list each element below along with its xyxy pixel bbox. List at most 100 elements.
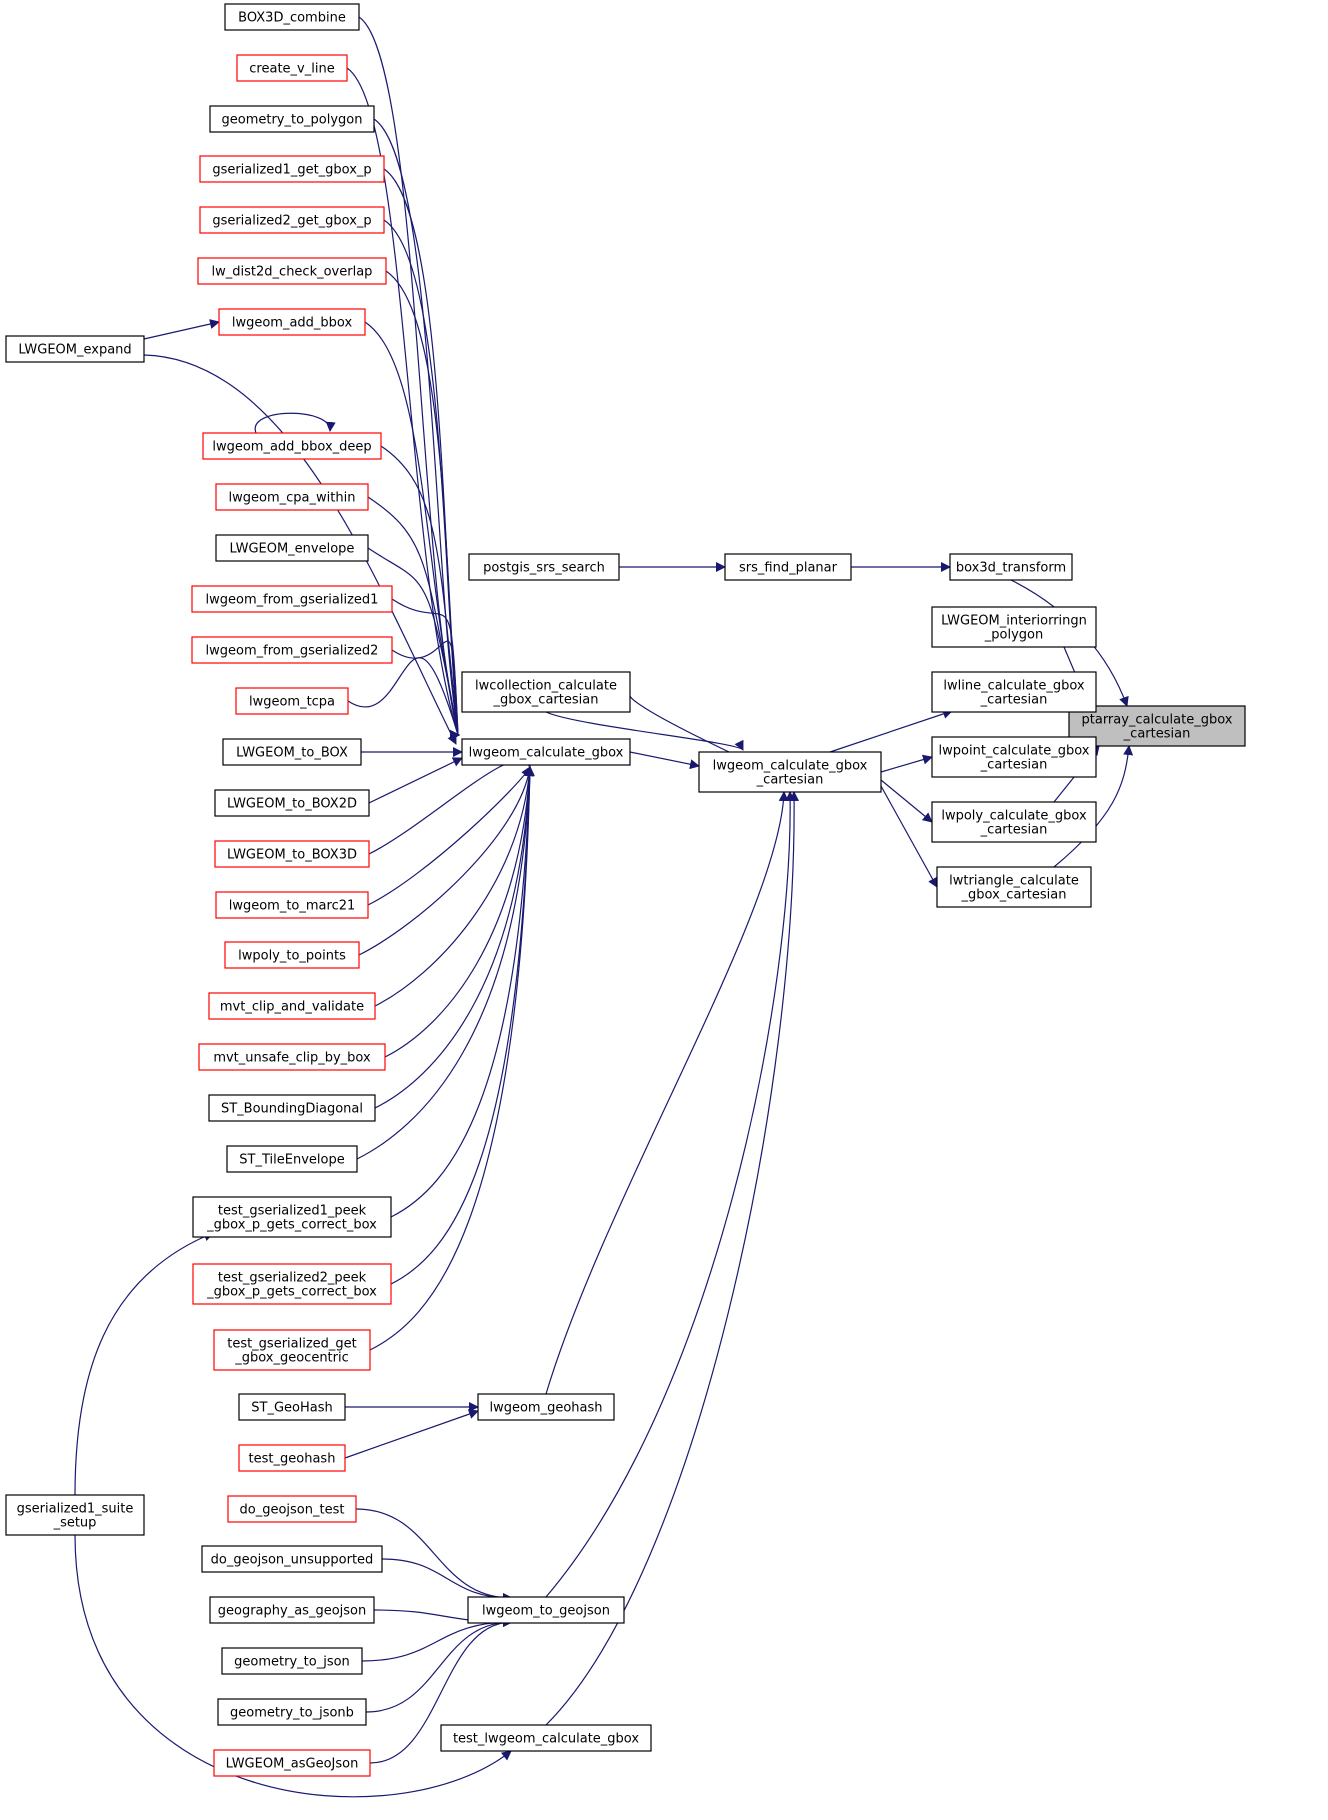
node-st-geohash[interactable]: ST_GeoHash [238, 1393, 346, 1421]
node-lwgeom-cpa-within[interactable]: lwgeom_cpa_within [215, 483, 369, 511]
node-mvt-clip[interactable]: mvt_clip_and_validate [208, 992, 376, 1020]
node-box [477, 1393, 615, 1421]
node-lwgeom-expand[interactable]: LWGEOM_expand [5, 335, 145, 363]
node-test-lwgeom-cg[interactable]: test_lwgeom_calculate_gbox [440, 1724, 652, 1752]
node-label: _cartesian [1123, 727, 1191, 742]
node-lwtriangle[interactable]: lwtriangle_calculate_gbox_cartesian [936, 866, 1092, 908]
node-lw-dist2d[interactable]: lw_dist2d_check_overlap [197, 257, 387, 285]
node-box [198, 1043, 386, 1071]
node-box [197, 257, 387, 285]
node-geometry-to-json[interactable]: geometry_to_json [221, 1647, 363, 1675]
node-test-gs-get[interactable]: test_gserialized_get_gbox_geocentric [213, 1329, 371, 1371]
node-lwgeom-to-box2d[interactable]: LWGEOM_to_BOX2D [214, 789, 370, 817]
edge-lwgeom_tcpa-to-lwgeom_calculate_gbox [347, 657, 460, 740]
node-box [698, 751, 882, 793]
node-box [191, 636, 393, 664]
node-box [468, 553, 620, 581]
node-lwgeom-geohash[interactable]: lwgeom_geohash [477, 1393, 615, 1421]
node-create-v-line[interactable]: create_v_line [236, 54, 348, 82]
node-lwpoly-to-points[interactable]: lwpoly_to_points [224, 941, 360, 969]
node-label: geography_as_geojson [218, 1604, 366, 1619]
node-srs[interactable]: srs_find_planar [724, 553, 852, 581]
node-box [461, 738, 631, 766]
node-lwgeom-add-bbox-deep[interactable]: lwgeom_add_bbox_deep [202, 432, 382, 460]
node-label: create_v_line [249, 62, 334, 77]
node-lwpoint[interactable]: lwpoint_calculate_gbox_cartesian [931, 736, 1097, 778]
node-label: lwgeom_to_marc21 [229, 899, 356, 914]
edge-lwgeom_envelope-to-lwgeom_calculate_gbox [367, 547, 460, 740]
edge-st_bounding-to-lwgeom_calculate_gbox [374, 766, 535, 1109]
edge-gs1_suite-to-test_lwgeom_calculate_gbox [74, 1534, 512, 1798]
node-lwgeom-interior[interactable]: LWGEOM_interiorringn_polygon [931, 606, 1097, 648]
edge-lw_dist2d-to-lwgeom_calculate_gbox [385, 270, 460, 740]
node-label: test_gserialized1_peek [218, 1204, 367, 1219]
node-label: LWGEOM_to_BOX3D [227, 848, 357, 863]
node-root[interactable]: ptarray_calculate_gbox_cartesian [1068, 705, 1246, 747]
node-lwline[interactable]: lwline_calculate_gbox_cartesian [931, 671, 1097, 713]
node-postgis-srs[interactable]: postgis_srs_search [468, 553, 620, 581]
node-geometry-to-jsonb[interactable]: geometry_to_jsonb [217, 1698, 367, 1726]
node-box [192, 1263, 392, 1305]
node-lwgeom-cgc[interactable]: lwgeom_calculate_gbox_cartesian [698, 751, 882, 793]
node-do-geojson-test[interactable]: do_geojson_test [227, 1495, 357, 1523]
node-lwpoly[interactable]: lwpoly_calculate_gbox_cartesian [931, 801, 1097, 843]
node-box [213, 1749, 371, 1777]
edge-test_gs1_peek-to-lwgeom_calculate_gbox [390, 766, 535, 1218]
node-lwgeom-from-gs1[interactable]: lwgeom_from_gserialized1 [191, 585, 393, 613]
node-box [214, 789, 370, 817]
edge-geometry_to_jsonb-to-lwgeom_to_geojson [365, 1617, 513, 1713]
node-geometry-to-polygon[interactable]: geometry_to_polygon [209, 105, 375, 133]
edge-lwtriangle-to-root [1053, 745, 1134, 868]
node-box [199, 206, 385, 234]
node-box3d[interactable]: box3d_transform [949, 553, 1073, 581]
node-lwgeom-asgeojson[interactable]: LWGEOM_asGeoJson [213, 1749, 371, 1777]
node-label: lwgeom_to_geojson [482, 1604, 610, 1619]
node-box3d-combine[interactable]: BOX3D_combine [224, 3, 360, 31]
edge-lwgeom_calculate_gbox-to-lwgeom_calculate_gbox_cartesian [629, 751, 700, 770]
node-box [931, 736, 1097, 778]
node-box [192, 1196, 392, 1238]
node-lwgeom-to-box3d[interactable]: LWGEOM_to_BOX3D [214, 840, 370, 868]
node-lwcoll[interactable]: lwcollection_calculate_gbox_cartesian [461, 671, 631, 713]
node-label: lwgeom_tcpa [249, 695, 335, 710]
node-box [199, 155, 385, 183]
node-test-geohash[interactable]: test_geohash [238, 1444, 346, 1472]
node-lwgeom-to-marc21[interactable]: lwgeom_to_marc21 [215, 891, 369, 919]
node-st-tile[interactable]: ST_TileEnvelope [226, 1145, 358, 1173]
node-box [222, 738, 362, 766]
node-box [214, 840, 370, 868]
node-box [949, 553, 1073, 581]
node-st-bounding[interactable]: ST_BoundingDiagonal [208, 1094, 376, 1122]
node-label: srs_find_planar [739, 561, 838, 576]
node-box [238, 1393, 346, 1421]
node-lwgeom-from-gs2[interactable]: lwgeom_from_gserialized2 [191, 636, 393, 664]
node-lwgeom-envelope[interactable]: LWGEOM_envelope [215, 534, 369, 562]
node-box [208, 1094, 376, 1122]
node-test-gs2-peek[interactable]: test_gserialized2_peek_gbox_p_gets_corre… [192, 1263, 392, 1305]
node-test-gs1-peek[interactable]: test_gserialized1_peek_gbox_p_gets_corre… [192, 1196, 392, 1238]
node-lwgeom-to-box[interactable]: LWGEOM_to_BOX [222, 738, 362, 766]
edge-test_gs_get-to-lwgeom_calculate_gbox [369, 766, 535, 1351]
node-label: _gbox_p_gets_correct_box [206, 1218, 377, 1233]
node-gs1-suite[interactable]: gserialized1_suite_setup [5, 1494, 145, 1536]
node-gs2-get-gbox-p[interactable]: gserialized2_get_gbox_p [199, 206, 385, 234]
node-label: _gbox_cartesian [961, 888, 1067, 903]
node-box [5, 335, 145, 363]
node-geography-as-geojson[interactable]: geography_as_geojson [209, 1596, 375, 1624]
edge-lwgeom_geohash-to-lwgeom_cgc [545, 791, 789, 1395]
node-lwgeom-to-geojson[interactable]: lwgeom_to_geojson [467, 1596, 625, 1624]
edge-lwgeom_cgc-to-lwpoint [880, 754, 933, 773]
node-lwgeom-add-bbox[interactable]: lwgeom_add_bbox [218, 308, 366, 336]
edge-st_tile-to-lwgeom_calculate_gbox [356, 766, 535, 1160]
node-box [467, 1596, 625, 1624]
node-mvt-unsafe[interactable]: mvt_unsafe_clip_by_box [198, 1043, 386, 1071]
node-do-geojson-unsup[interactable]: do_geojson_unsupported [201, 1545, 383, 1573]
node-box [226, 1145, 358, 1173]
edge-mvt_unsafe-to-lwgeom_calculate_gbox [384, 766, 535, 1058]
node-gs1-get-gbox-p[interactable]: gserialized1_get_gbox_p [199, 155, 385, 183]
node-label: gserialized1_suite [17, 1502, 134, 1517]
node-lwgeom-cg[interactable]: lwgeom_calculate_gbox [461, 738, 631, 766]
node-label: _polygon [984, 628, 1043, 643]
node-lwgeom-tcpa[interactable]: lwgeom_tcpa [235, 687, 349, 715]
